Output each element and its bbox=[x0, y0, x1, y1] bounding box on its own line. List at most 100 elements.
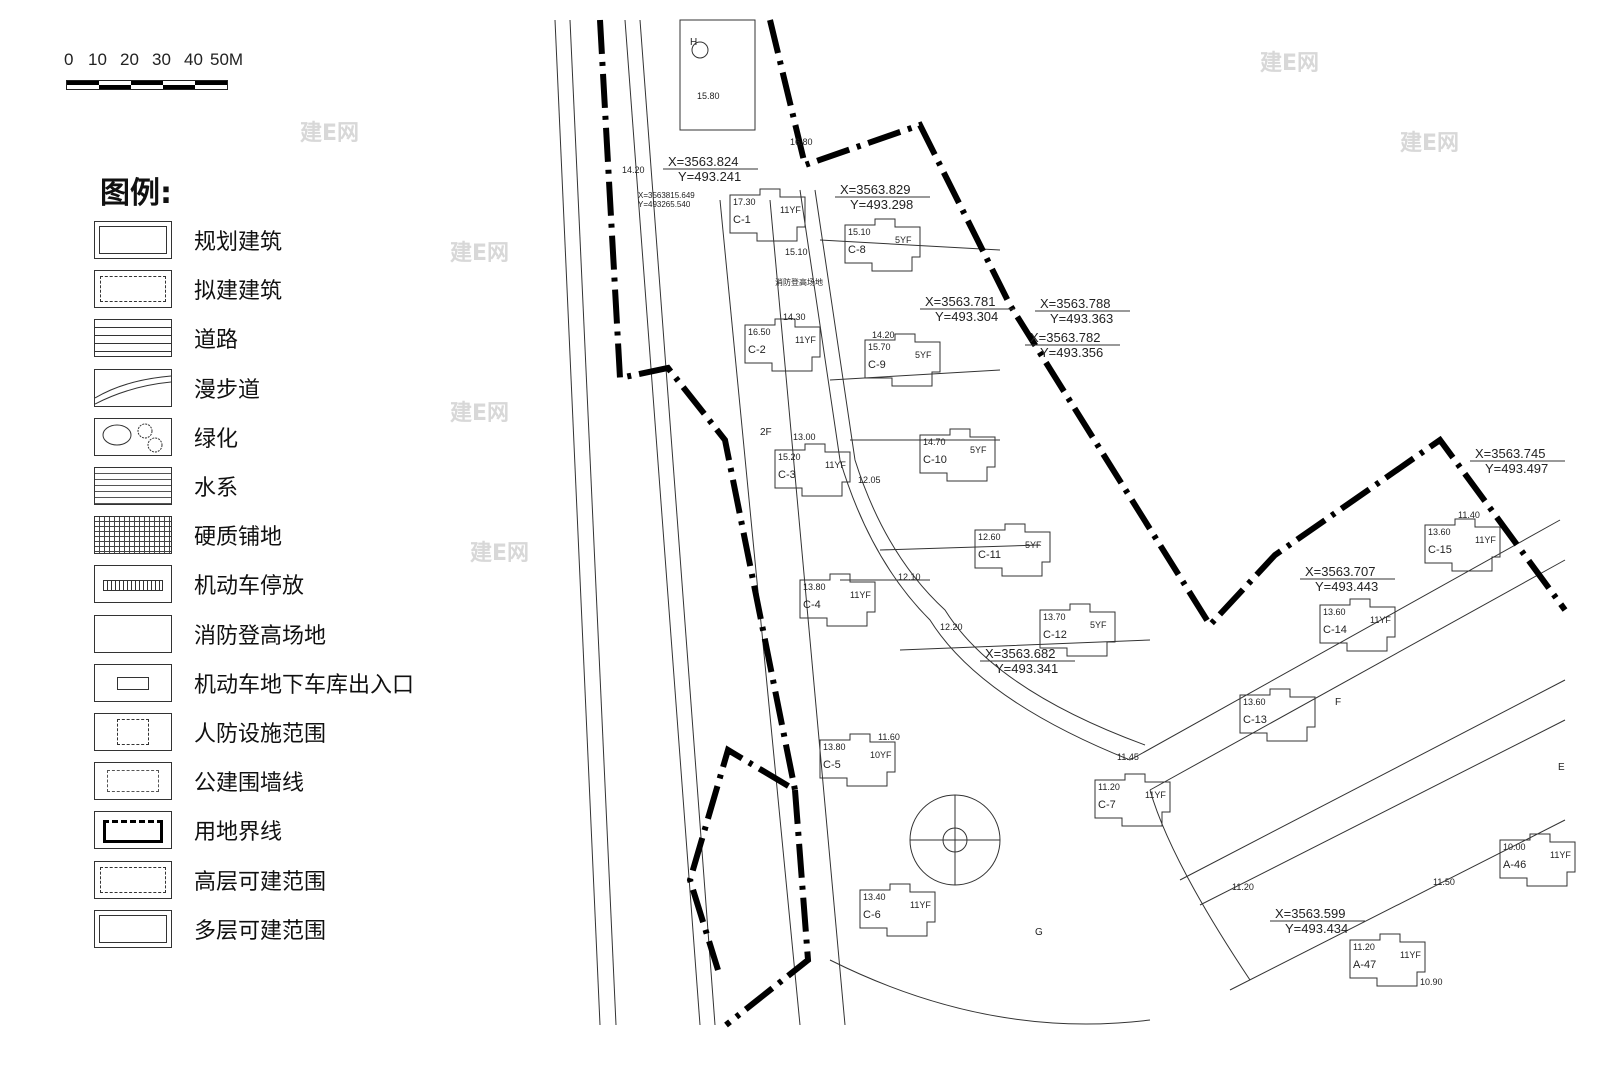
building-floors: 10YF bbox=[870, 750, 892, 760]
coordinate-y: Y=493.241 bbox=[678, 169, 741, 184]
building-id: C-4 bbox=[803, 599, 821, 611]
spot-elevation: 14.20 bbox=[622, 165, 645, 175]
building-outline bbox=[844, 218, 921, 272]
legend-item: 水系 bbox=[94, 466, 238, 506]
legend-label: 用地界线 bbox=[194, 820, 283, 846]
legend-item: 多层可建范围 bbox=[94, 909, 326, 949]
building-floors: 11YF bbox=[1475, 535, 1496, 545]
building-elevation: 13.60 bbox=[1428, 527, 1451, 537]
coordinate-x: X=3563.782 bbox=[1030, 330, 1100, 345]
buildings bbox=[729, 188, 1576, 987]
building-elevation: 12.60 bbox=[978, 532, 1001, 542]
road-edge bbox=[1179, 679, 1566, 881]
building-id: C-12 bbox=[1043, 629, 1067, 641]
building-outline bbox=[819, 733, 896, 787]
building-outline bbox=[729, 188, 806, 242]
building-outline bbox=[1319, 598, 1396, 652]
building-outline bbox=[1349, 933, 1426, 987]
legend-item: 公建围墙线 bbox=[94, 761, 304, 801]
building-floors: 11YF bbox=[1145, 790, 1166, 800]
building-id: C-6 bbox=[863, 909, 881, 921]
building-elevation: 13.70 bbox=[1043, 612, 1066, 622]
legend-item: 机动车停放 bbox=[94, 564, 304, 604]
legend-symbol-grid-hatch-icon bbox=[94, 516, 172, 555]
building-outline bbox=[919, 428, 996, 482]
legend-label: 拟建建筑 bbox=[194, 279, 283, 305]
legend-label: 硬质铺地 bbox=[194, 525, 283, 551]
scale-tick: 30 bbox=[152, 50, 171, 69]
building-outline bbox=[864, 333, 941, 387]
coordinate-x: X=3563.829 bbox=[840, 182, 910, 197]
legend-label: 消防登高场地 bbox=[194, 623, 327, 649]
coordinate-x: X=3563.707 bbox=[1305, 564, 1375, 579]
coordinate-x: X=3563.781 bbox=[925, 294, 995, 309]
legend-label: 规划建筑 bbox=[194, 230, 283, 255]
legend-label: 机动车停放 bbox=[194, 574, 305, 600]
spot-elevation: 10.90 bbox=[1420, 977, 1443, 987]
coordinate-x: X=3563.824 bbox=[668, 154, 738, 169]
legend-symbol-plain-rect-icon bbox=[94, 614, 172, 653]
scale-tick: 0 bbox=[64, 50, 74, 69]
road-edge bbox=[639, 19, 716, 1026]
scale-tick: 50M bbox=[210, 50, 244, 69]
legend-item: 高层可建范围 bbox=[94, 860, 326, 900]
watermark: 建E网 bbox=[1400, 131, 1459, 156]
scale-tick: 10 bbox=[88, 50, 107, 69]
coordinate-y: Y=493265.540 bbox=[638, 200, 691, 209]
building-id: C-8 bbox=[848, 244, 866, 256]
building-elevation: 11.20 bbox=[1353, 942, 1375, 952]
building-outline bbox=[1239, 688, 1316, 742]
spot-elevation: 11.20 bbox=[1232, 882, 1254, 892]
watermark: 建E网 bbox=[450, 241, 509, 266]
watermark: 建E网 bbox=[450, 401, 509, 426]
zone-label: 2F bbox=[760, 427, 772, 438]
building-id: C-15 bbox=[1428, 544, 1452, 556]
spot-elevation: 11.40 bbox=[1458, 510, 1480, 520]
legend-symbol-horizontal-lines-icon bbox=[94, 319, 172, 358]
roads bbox=[554, 19, 1566, 1026]
building-floors: 5YF bbox=[1025, 540, 1042, 550]
building-floors: 11YF bbox=[850, 590, 871, 600]
road-edge bbox=[1149, 559, 1566, 791]
building-id: C-5 bbox=[823, 759, 841, 771]
access-lanes bbox=[819, 239, 1151, 651]
building-floors: 11YF bbox=[825, 460, 846, 470]
legend-item: 漫步道 bbox=[94, 368, 260, 408]
spot-elevation: 14.20 bbox=[872, 330, 895, 340]
legend-item: 拟建建筑 bbox=[94, 269, 282, 309]
spot-elevation: 12.20 bbox=[940, 622, 963, 632]
building-id: C-9 bbox=[868, 359, 886, 371]
coordinate-y: Y=493.497 bbox=[1485, 461, 1548, 476]
coordinate-y: Y=493.341 bbox=[995, 661, 1058, 676]
coordinate-x: X=3563815.649 bbox=[638, 191, 695, 200]
watermark: 建E网 bbox=[300, 121, 359, 146]
zone-label: G bbox=[1035, 927, 1043, 938]
building-floors: 11YF bbox=[795, 335, 816, 345]
road-edge bbox=[1199, 719, 1566, 906]
zone-label: 消防登高场地 bbox=[775, 277, 823, 287]
legend-symbol-garage-entrance-icon bbox=[94, 663, 172, 702]
building-floors: 5YF bbox=[1090, 620, 1107, 630]
plan-labels: C-111YF17.30C-211YF16.50C-311YF15.20C-41… bbox=[622, 37, 1571, 987]
coordinate-y: Y=493.298 bbox=[850, 197, 913, 212]
building-outline bbox=[1424, 518, 1501, 572]
legend-title: 图例: bbox=[100, 176, 172, 211]
building-h bbox=[679, 19, 756, 131]
spot-elevation: 11.45 bbox=[1117, 752, 1139, 762]
road-edge bbox=[1229, 819, 1566, 991]
legend-symbol-water-lines-icon bbox=[94, 467, 172, 505]
building-elevation: 13.60 bbox=[1323, 607, 1346, 617]
spot-elevation: 12.05 bbox=[858, 475, 881, 485]
building-outline bbox=[744, 318, 821, 372]
road-edge bbox=[624, 19, 701, 1026]
spot-elevation: 11.50 bbox=[1433, 877, 1455, 887]
legend-label: 绿化 bbox=[194, 426, 239, 452]
scale-bar-graphic bbox=[66, 80, 228, 90]
legend-label: 机动车地下车库出入口 bbox=[194, 672, 415, 698]
legend-symbol-solid-double-rect-icon bbox=[94, 909, 172, 948]
scale-tick: 20 bbox=[120, 50, 139, 69]
road-edge bbox=[569, 19, 617, 1026]
scale-tick: 40 bbox=[184, 50, 203, 69]
building-floors: 11YF bbox=[780, 205, 801, 215]
